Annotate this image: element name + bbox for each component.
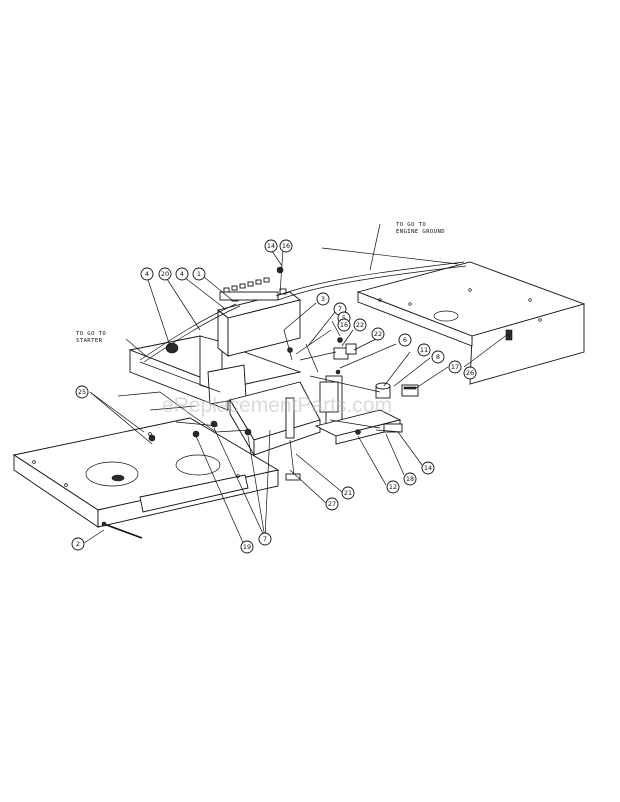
callout: 12 (386, 480, 400, 494)
callout-label: 27 (328, 500, 336, 508)
callout-label: 22 (374, 330, 382, 338)
callout-label: 5 (342, 314, 346, 322)
wiring-harness (117, 351, 381, 433)
cable-tie (101, 521, 143, 539)
callout: 4 (175, 267, 189, 281)
callout: 3 (316, 292, 330, 306)
callout-label: 20 (161, 270, 169, 278)
callout: 26 (463, 366, 477, 380)
note-starter-line1: TO GO TO (76, 331, 106, 337)
fuse-block (219, 266, 284, 301)
ignition-switch (375, 382, 391, 399)
hardware-fasteners (148, 337, 361, 442)
engine-ground-note: TO GO TO ENGINE GROUND (396, 222, 445, 235)
control-panel (356, 261, 586, 385)
callout-label: 2 (76, 540, 80, 548)
ground-cable (275, 261, 467, 301)
callout: 16 (279, 239, 293, 253)
battery (217, 288, 301, 357)
callout: 17 (448, 360, 462, 374)
callout: 1 (192, 267, 206, 281)
note-engine-ground-line2: ENGINE GROUND (396, 229, 445, 235)
callout-label: 4 (145, 270, 149, 278)
lower-frame-plate (12, 417, 280, 528)
callout-label: 8 (436, 353, 440, 361)
callout: 22 (371, 327, 385, 341)
pto-switch (375, 423, 403, 433)
starter-cable (139, 303, 241, 363)
callout-label: 22 (356, 321, 364, 329)
callout-label: 7 (338, 305, 342, 313)
callout-label: 7 (263, 535, 267, 543)
callout-label: 3 (321, 295, 325, 303)
callout: 19 (240, 540, 254, 554)
callout-label: 19 (243, 543, 251, 551)
callout: 18 (403, 472, 417, 486)
callout: 4 (140, 267, 154, 281)
leader-lines (83, 223, 509, 546)
watermark: eReplacementParts.com (162, 394, 392, 417)
callout: 2 (71, 537, 85, 551)
callout-label: 18 (406, 475, 414, 483)
seat-switch-connector (505, 329, 513, 341)
callout-label: 21 (344, 489, 352, 497)
callout: 21 (341, 486, 355, 500)
note-starter-line2: STARTER (76, 338, 103, 344)
callout-label: 12 (389, 483, 397, 491)
solenoid (333, 343, 357, 360)
callout: 7 (258, 532, 272, 546)
callout: 25 (75, 385, 89, 399)
callout: 16 (337, 318, 351, 332)
relay (401, 384, 419, 397)
callout: 14 (421, 461, 435, 475)
callout-label: 1 (197, 270, 201, 278)
callout: 8 (431, 350, 445, 364)
callout-label: 16 (282, 242, 290, 250)
callout: 6 (398, 333, 412, 347)
note-engine-ground-line1: TO GO TO (396, 222, 426, 228)
callout: 20 (158, 267, 172, 281)
callout: 27 (325, 497, 339, 511)
callout: 11 (417, 343, 431, 357)
callout: 22 (353, 318, 367, 332)
callout-label: 14 (267, 242, 275, 250)
callout: 14 (264, 239, 278, 253)
starter-note: TO GO TO STARTER (76, 331, 106, 344)
callout-label: 16 (340, 321, 348, 329)
callout-label: 6 (403, 336, 407, 344)
callout-label: 11 (420, 346, 428, 354)
callout-label: 14 (424, 464, 432, 472)
callout-label: 4 (180, 270, 184, 278)
hold-down-rods (283, 329, 319, 373)
callout-label: 26 (466, 369, 474, 377)
callout-label: 25 (78, 388, 86, 396)
callout-label: 17 (451, 363, 459, 371)
